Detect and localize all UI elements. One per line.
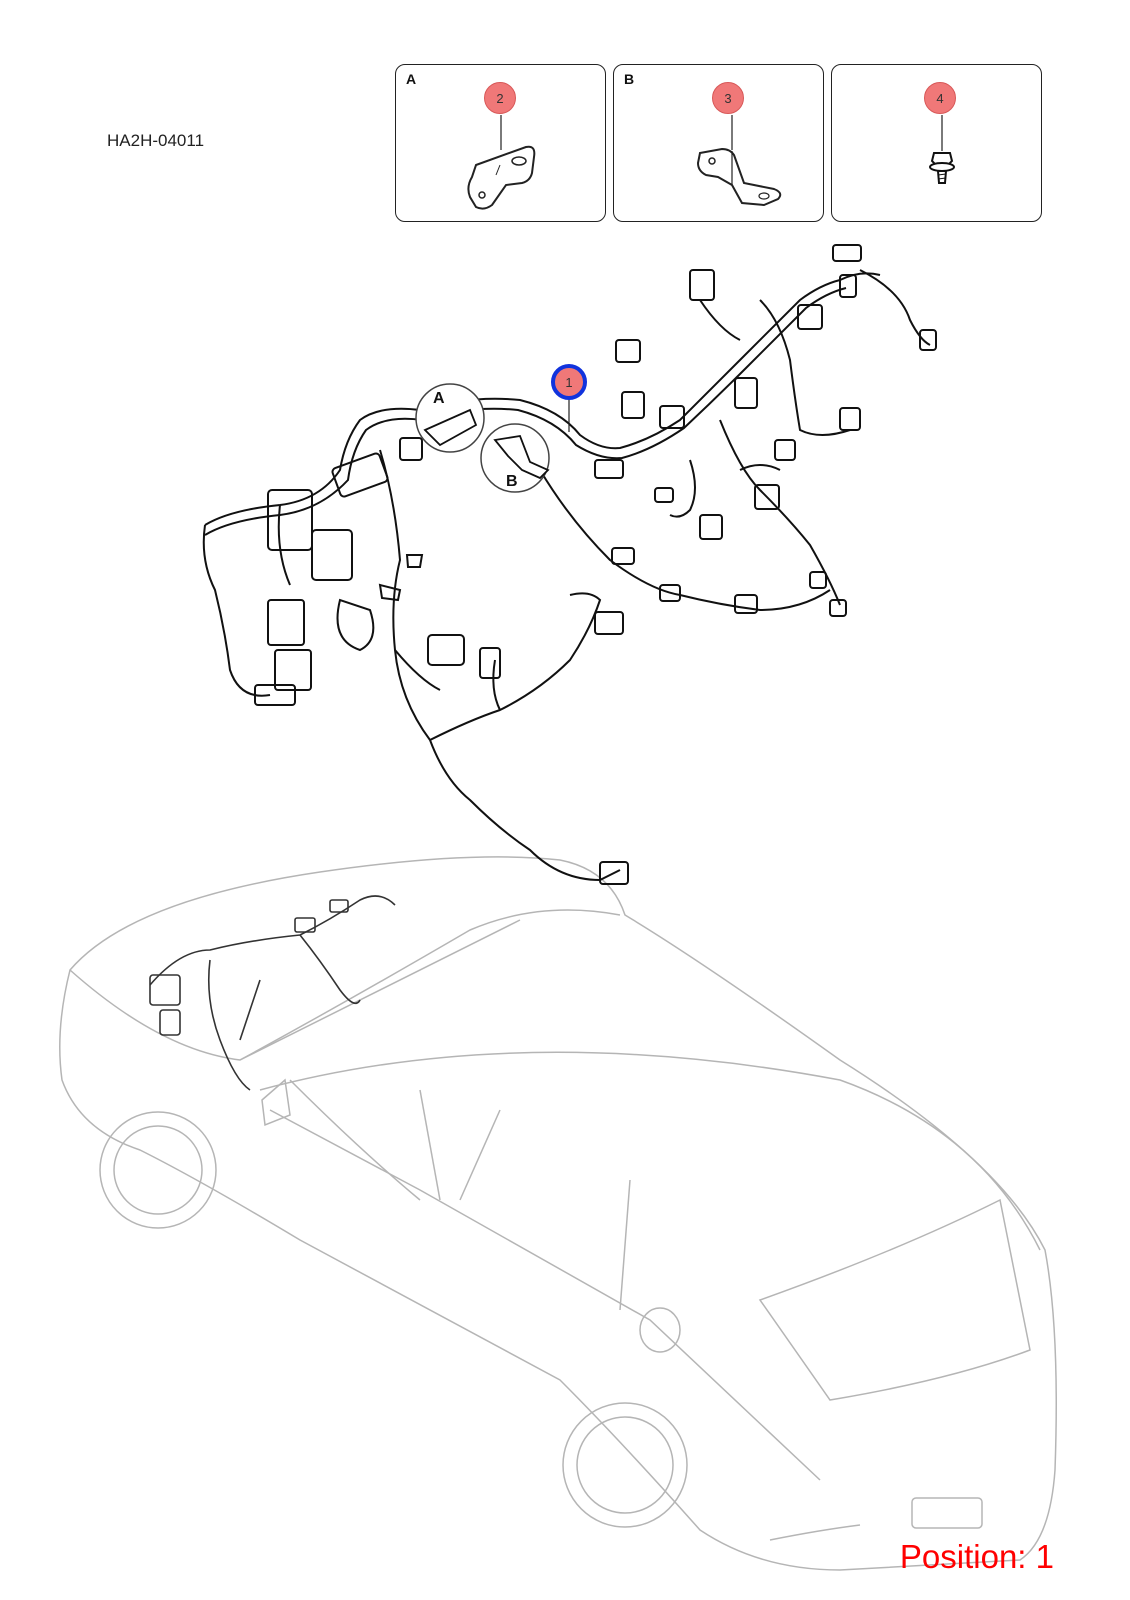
detail-panel-b: B: [613, 64, 824, 222]
position-label: Position: 1: [899, 1538, 1054, 1575]
detail-panel-a: A: [395, 64, 606, 222]
panel-letter-b: B: [624, 71, 635, 87]
detail-ring-b: [480, 423, 550, 493]
detail-ring-a: [415, 383, 485, 453]
callout-1[interactable]: 1: [551, 364, 587, 400]
bracket-a-illustration: [467, 115, 536, 210]
ring-label-b: B: [506, 473, 518, 490]
panel-letter-a: A: [406, 71, 417, 87]
main-wiring-harness: [202, 244, 937, 885]
callout-3[interactable]: 3: [712, 82, 744, 114]
vehicle-harness-mini: [149, 895, 396, 1091]
diagram-code: HA2H-04011: [107, 131, 205, 150]
callout-2[interactable]: 2: [484, 82, 516, 114]
vehicle-outline: [59, 856, 1057, 1571]
bolt-illustration: [929, 115, 955, 184]
ring-label-a: A: [433, 390, 445, 407]
callout-4[interactable]: 4: [924, 82, 956, 114]
bracket-b-illustration: [696, 115, 782, 207]
